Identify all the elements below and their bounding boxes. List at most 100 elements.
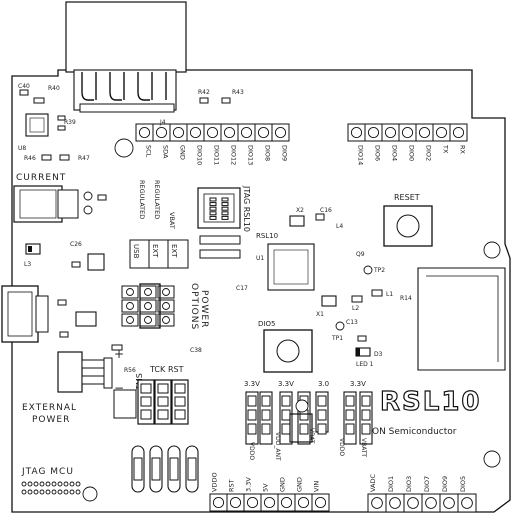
jtag-mcu-pin[interactable] bbox=[69, 481, 75, 487]
jtag-mcu-pin[interactable] bbox=[39, 481, 45, 487]
usb-header-plug bbox=[65, 1, 187, 113]
voltage-jumpers[interactable] bbox=[245, 391, 373, 445]
refdes-tp2: TP2 bbox=[373, 267, 385, 274]
jtag-mcu-pin[interactable] bbox=[45, 489, 51, 495]
header-pin[interactable] bbox=[415, 123, 434, 142]
micro-usb-connector[interactable] bbox=[1, 285, 49, 343]
jtag-mcu-pin[interactable] bbox=[33, 481, 39, 487]
jtag-mcu-pin[interactable] bbox=[27, 489, 33, 495]
reset-button[interactable] bbox=[383, 205, 433, 247]
polarity-plus: + bbox=[114, 347, 124, 361]
jtag-mcu-pin[interactable] bbox=[69, 489, 75, 495]
header-pin[interactable] bbox=[385, 493, 405, 513]
manufacturer-label: ON Semiconductor bbox=[372, 427, 457, 437]
refdes-x2: X2 bbox=[296, 207, 304, 214]
jtag-mcu-pin[interactable] bbox=[75, 481, 81, 487]
refdes-l1: L1 bbox=[386, 291, 393, 298]
ic-u6 bbox=[87, 253, 105, 271]
header-pin[interactable] bbox=[347, 123, 366, 142]
header-pin[interactable] bbox=[237, 123, 256, 142]
bottom-jumper-row[interactable] bbox=[131, 445, 199, 493]
header-pin[interactable] bbox=[271, 123, 290, 142]
current-jumper[interactable] bbox=[13, 185, 93, 223]
jtag-mcu-pin[interactable] bbox=[39, 489, 45, 495]
refdes-r46: R46 bbox=[24, 155, 36, 162]
refdes-x1: X1 bbox=[316, 311, 324, 318]
header-pin-label: 3.3V bbox=[245, 477, 253, 492]
jtag-mcu-pin[interactable] bbox=[51, 489, 57, 495]
header-pin[interactable] bbox=[209, 493, 228, 512]
smd-l1 bbox=[371, 289, 383, 297]
jumper-3v3-a: 3.3V bbox=[244, 380, 260, 388]
header-pin[interactable] bbox=[294, 493, 313, 512]
jtag-mcu-pin[interactable] bbox=[21, 481, 27, 487]
header-pin[interactable] bbox=[449, 123, 468, 142]
header-pin[interactable] bbox=[432, 123, 451, 142]
header-pin[interactable] bbox=[260, 493, 279, 512]
jtag-rsl10-pins bbox=[209, 197, 229, 220]
label-ext2: EXT bbox=[170, 244, 178, 258]
jtag-mcu-pin[interactable] bbox=[21, 489, 27, 495]
header-pin[interactable] bbox=[203, 123, 222, 142]
header-pin[interactable] bbox=[226, 493, 245, 512]
power-source-box bbox=[129, 239, 189, 269]
top-header-left[interactable] bbox=[135, 123, 290, 142]
header-pin-label: DIO9 bbox=[281, 145, 289, 161]
jtag-mcu-pin[interactable] bbox=[33, 489, 39, 495]
refdes-r42: R42 bbox=[198, 89, 210, 96]
header-pin[interactable] bbox=[364, 123, 383, 142]
external-power-connector[interactable] bbox=[57, 351, 113, 393]
jtag-mcu-pin[interactable] bbox=[63, 489, 69, 495]
header-pin[interactable] bbox=[243, 493, 262, 512]
led-1 bbox=[355, 347, 371, 357]
jtag-jumper-block[interactable] bbox=[113, 379, 189, 425]
jtag-mcu-pin[interactable] bbox=[63, 481, 69, 487]
jtag-mcu-pin[interactable] bbox=[57, 481, 63, 487]
header-pin-label: SCL bbox=[145, 145, 153, 158]
section-external-1: EXTERNAL bbox=[22, 403, 77, 413]
header-pin[interactable] bbox=[403, 493, 423, 513]
header-pin[interactable] bbox=[381, 123, 400, 142]
smd-r46 bbox=[41, 154, 52, 161]
jtag-mcu-pins[interactable] bbox=[21, 481, 81, 495]
header-pin[interactable] bbox=[220, 123, 239, 142]
testpoint-tp2[interactable] bbox=[363, 265, 373, 275]
refdes-c26: C26 bbox=[70, 241, 82, 248]
jtag-mcu-pin[interactable] bbox=[27, 481, 33, 487]
header-pin[interactable] bbox=[152, 123, 171, 142]
ic-u5 bbox=[75, 311, 97, 327]
header-pin[interactable] bbox=[439, 493, 459, 513]
testpoint-tp1[interactable] bbox=[335, 321, 345, 331]
jtag-mcu-pin[interactable] bbox=[75, 489, 81, 495]
jumper-tck: TCK bbox=[149, 365, 166, 374]
header-pin[interactable] bbox=[311, 493, 330, 512]
header-pin-label: DIO10 bbox=[196, 145, 204, 165]
header-pin[interactable] bbox=[457, 493, 477, 513]
header-pin[interactable] bbox=[367, 493, 387, 513]
header-pin[interactable] bbox=[135, 123, 154, 142]
header-pin[interactable] bbox=[169, 123, 188, 142]
smd-r40 bbox=[33, 97, 45, 104]
jtag-rsl10-connector[interactable] bbox=[197, 187, 241, 229]
jtag-mcu-pin[interactable] bbox=[51, 481, 57, 487]
header-pin[interactable] bbox=[277, 493, 296, 512]
top-header-right[interactable] bbox=[347, 123, 468, 142]
jtag-mcu-pin[interactable] bbox=[45, 481, 51, 487]
refdes-r43: R43 bbox=[232, 89, 244, 96]
bottom-header-left[interactable] bbox=[209, 493, 330, 512]
jtag-mcu-pin[interactable] bbox=[57, 489, 63, 495]
header-pin[interactable] bbox=[254, 123, 273, 142]
bottom-header-right[interactable] bbox=[367, 493, 477, 513]
crystal-x2 bbox=[289, 215, 305, 227]
jumper-rst: RST bbox=[168, 365, 184, 374]
power-options-header[interactable] bbox=[121, 283, 175, 329]
header-pin-label: DIO3 bbox=[405, 476, 413, 492]
header-pin[interactable] bbox=[421, 493, 441, 513]
label-regulated-2: REGULATED bbox=[153, 180, 161, 219]
dio5-button[interactable] bbox=[263, 329, 313, 373]
header-pin[interactable] bbox=[186, 123, 205, 142]
header-pin[interactable] bbox=[398, 123, 417, 142]
